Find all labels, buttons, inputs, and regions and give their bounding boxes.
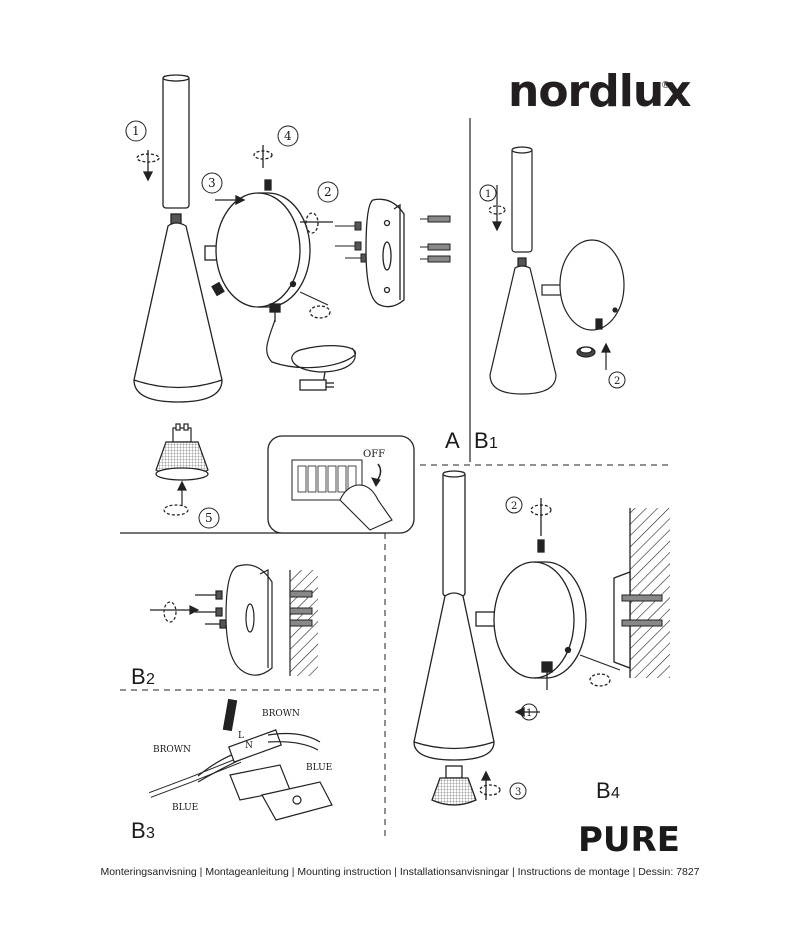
terminal-block [228,729,282,763]
step-5-label: 5 [205,511,213,525]
gu10-bulb [155,423,209,516]
b4-step-2-label: 2 [511,501,517,512]
wire-n-label: N [245,741,253,751]
wire-brown-top: BROWN [262,709,300,719]
b1-step-2-label: 2 [614,376,620,387]
section-b3-drawing [148,698,333,821]
brand-logo: nordlux [508,66,692,117]
section-b1-drawing [488,146,625,395]
rotate-icon-1 [136,153,160,163]
b2-bracket [225,564,273,676]
section-a-label: A [445,428,460,453]
step-1-label: 1 [132,124,140,138]
b1-wall-plate [559,239,625,331]
b1-lamp-shade [489,265,557,395]
mounting-bracket [365,198,405,308]
section-b2-drawing [150,564,318,676]
rod-top [162,74,190,82]
screwdriver [222,698,238,732]
lamp-shade [133,222,223,403]
wire-l-label: L [238,731,244,741]
registered-mark: ® [662,80,670,91]
bracket-screws [335,221,368,263]
footer-languages: Monteringsanvisning | Montageanleitung |… [100,866,700,878]
product-name: PURE [578,820,680,860]
step-4-label: 4 [284,129,292,143]
wire-blue-right: BLUE [306,763,332,773]
step-labels-a: 1 4 3 2 [125,120,339,203]
section-b2-label: B [131,664,146,689]
wire-brown-left: BROWN [153,745,191,755]
wire-blue-left: BLUE [172,803,198,813]
step-2-label: 2 [324,185,332,199]
power-off-panel [267,435,415,534]
step-3-label: 3 [208,176,216,190]
b4-lamp-shade [413,592,495,761]
section-b3-sub: 3 [146,825,155,842]
section-b3-label: B [131,818,146,843]
section-b4-label: B [596,778,611,803]
b4-step-3-label: 3 [515,787,521,798]
section-b4-sub: 4 [611,785,620,802]
section-b4-drawing [413,470,670,806]
b4-wall-plate [493,561,575,679]
switch-off-label: OFF [363,449,385,460]
b1-step-1-label: 1 [485,189,491,200]
rod-part [162,75,190,209]
b4-wall-hatch [630,508,670,678]
b4-step-1-label: 1 [526,708,532,719]
clamp-cover [261,781,333,821]
section-b1-sub: 1 [489,435,498,452]
section-b1-label: B [474,428,489,453]
section-a-drawing [133,74,451,403]
wire-labels: BROWN BROWN BLUE BLUE N L [153,709,332,813]
set-screw [264,179,272,191]
wall-plugs [420,215,451,263]
wall-plate [215,192,301,308]
section-b2-sub: 2 [146,671,155,688]
